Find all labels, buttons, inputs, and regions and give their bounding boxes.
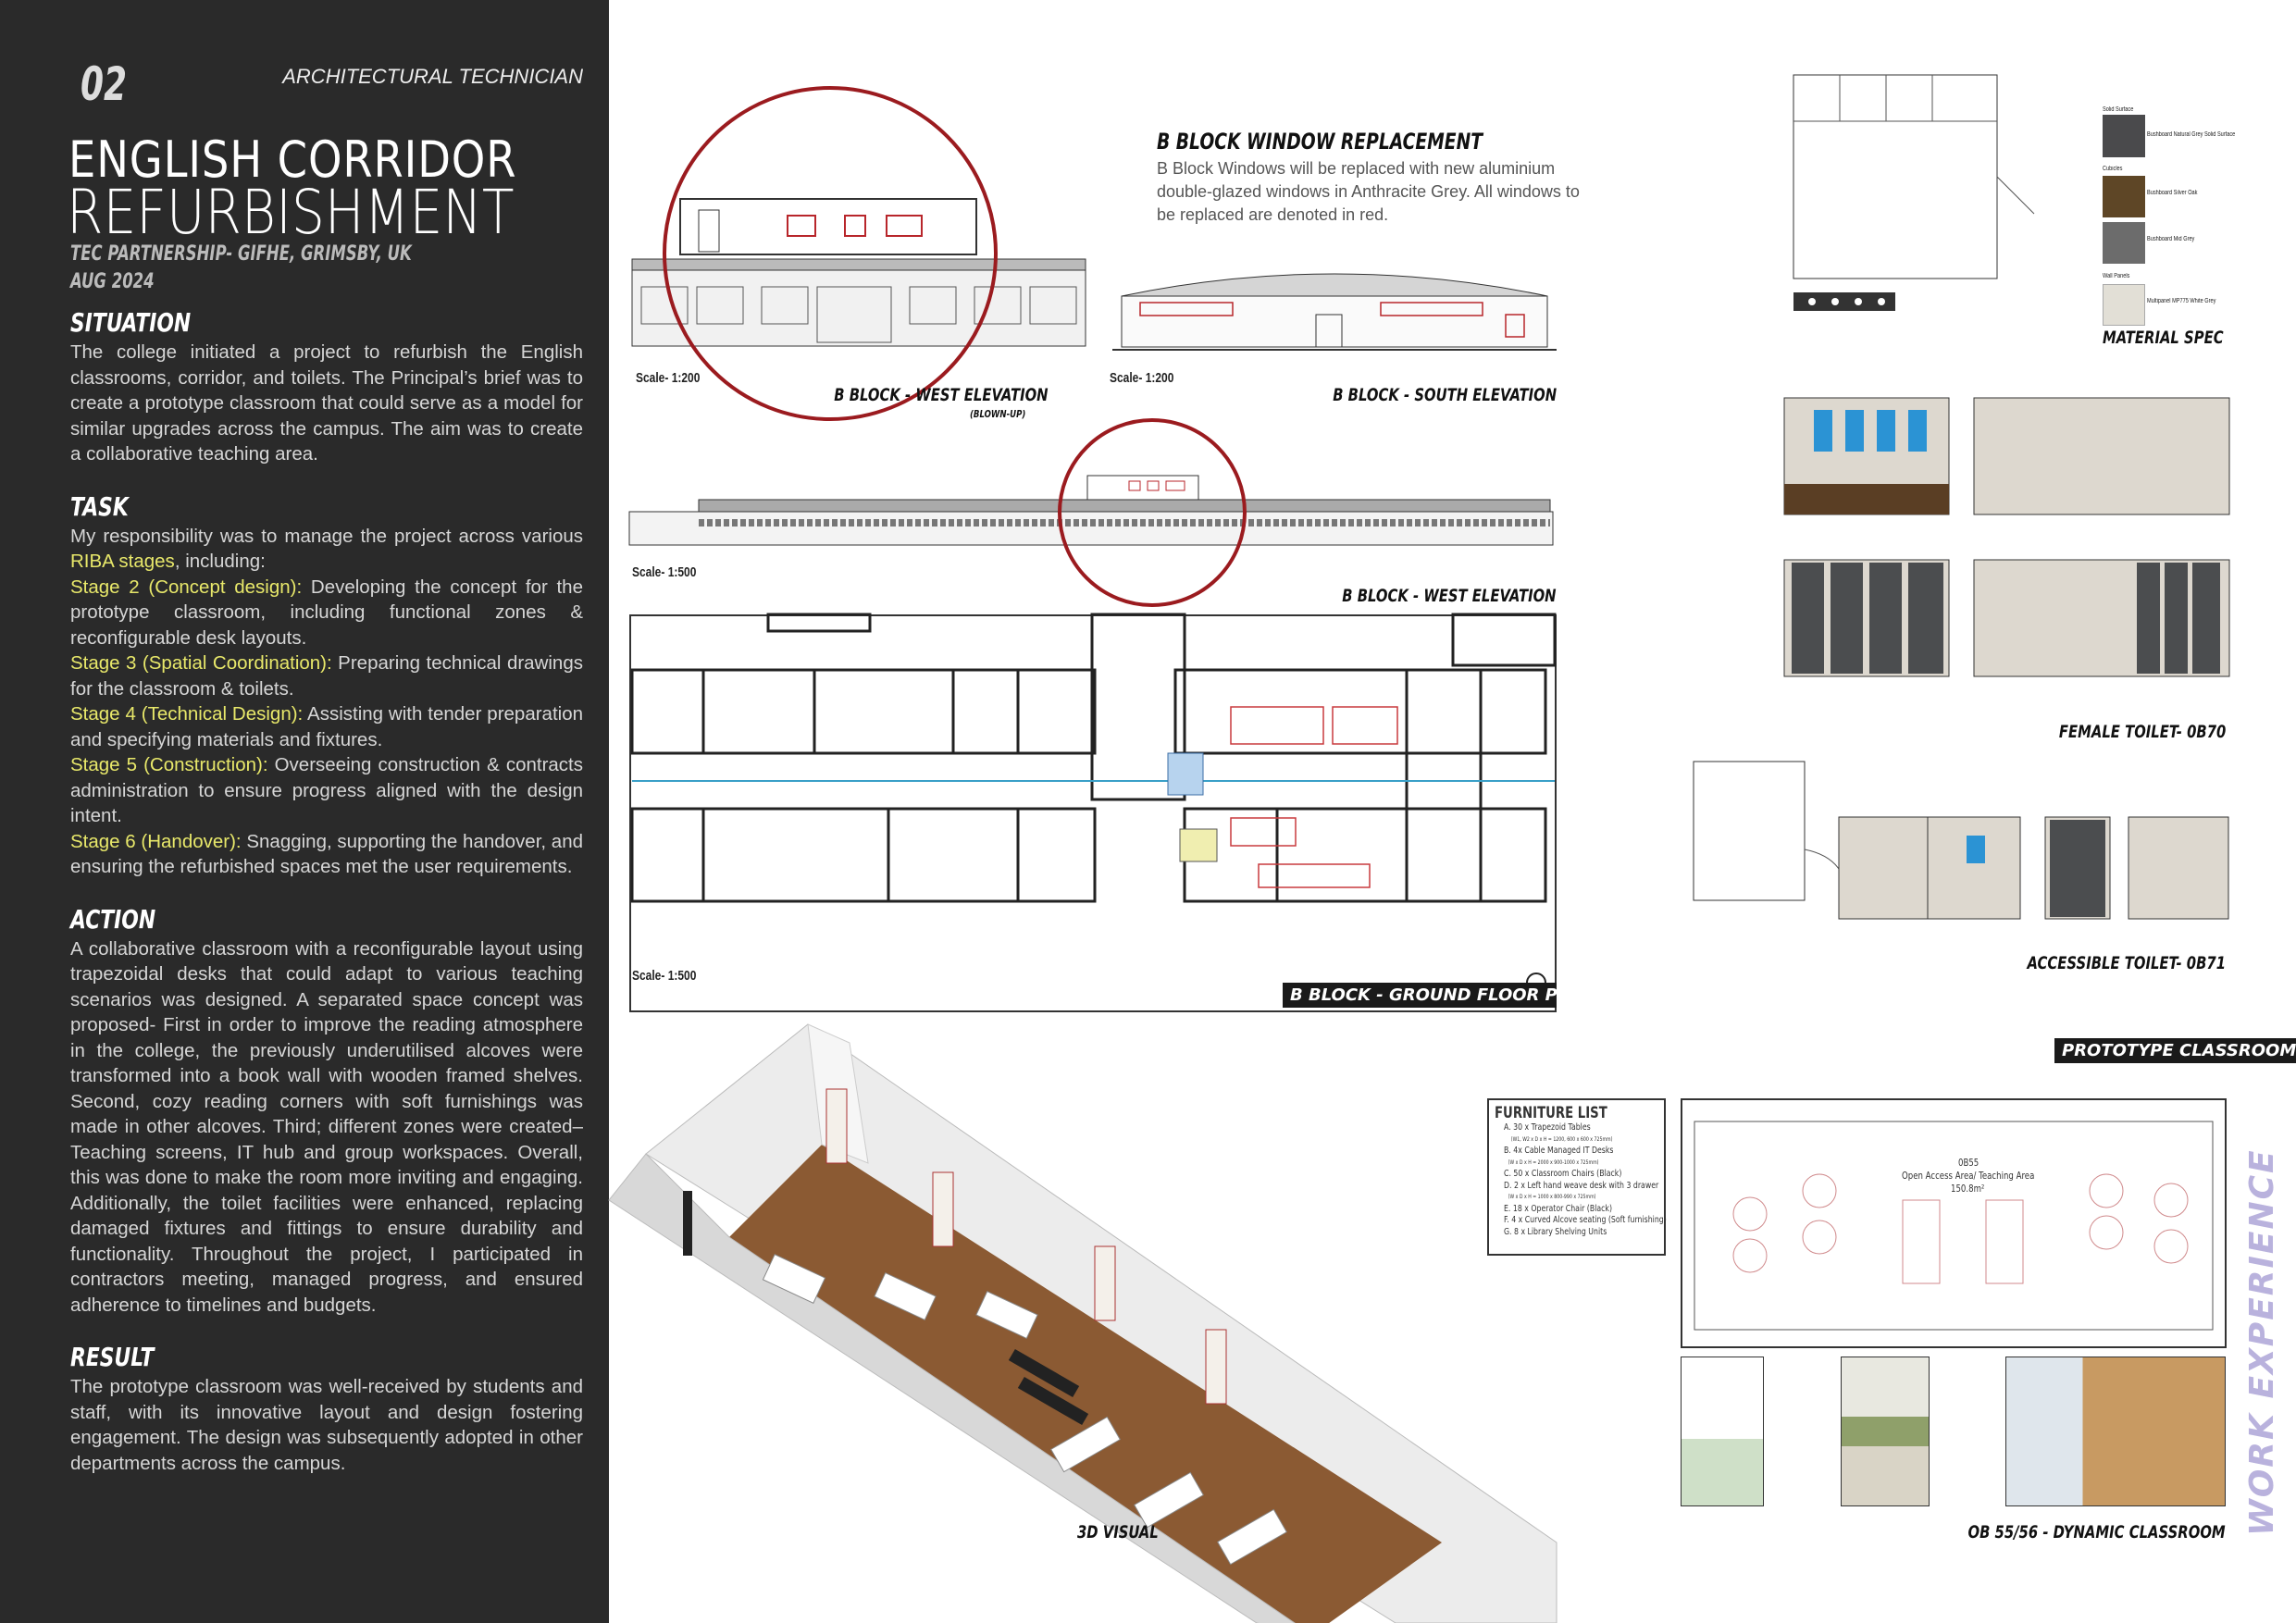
furniture-title: FURNITURE LIST xyxy=(1495,1104,1607,1122)
material-silver-oak: Bushboard Silver Oak xyxy=(2147,190,2198,196)
stage-5-text: Overseeing construction & contracts admi… xyxy=(70,754,583,826)
stage-2-text: Developing the concept for the prototype… xyxy=(70,576,583,649)
west-blown-scale: Scale- 1:200 xyxy=(636,370,701,386)
result-heading: RESULT xyxy=(70,1342,155,1372)
furniture-item-f: F. 4 x Curved Alcove seating (Soft furni… xyxy=(1504,1215,1667,1225)
stage-6-text: Snagging, supporting the handover, and e… xyxy=(70,830,583,878)
result-section: RESULT The prototype classroom was well-… xyxy=(70,1342,583,1476)
stage-6-label: Stage 6 (Handover): xyxy=(70,830,242,852)
stage-4-label: Stage 4 (Technical Design): xyxy=(70,703,304,725)
toilet-plan-drawing xyxy=(1793,74,2035,311)
action-section: ACTION A collaborative classroom with a … xyxy=(70,904,583,1319)
west-blown-label: B BLOCK - WEST ELEVATION xyxy=(834,385,1049,405)
task-heading: TASK xyxy=(70,490,129,522)
west-label: B BLOCK - WEST ELEVATION xyxy=(1342,586,1557,606)
accessible-toilet-drawings xyxy=(1693,761,2229,920)
furniture-item-d: D. 2 x Left hand weave desk with 3 drawe… xyxy=(1504,1180,1659,1191)
swatch-natural-grey xyxy=(2103,115,2145,157)
reference-image-library-shelving xyxy=(2005,1357,2226,1506)
stage-3-label: Stage 3 (Spatial Coordination): xyxy=(70,652,332,674)
stage-4-text: Assisting with tender preparation and sp… xyxy=(70,703,583,750)
left-panel: 02 ARCHITECTURAL TECHNICIAN ENGLISH CORR… xyxy=(0,0,609,1623)
room-area: 150.8m² xyxy=(1951,1183,1985,1195)
window-replacement-title: B BLOCK WINDOW REPLACEMENT xyxy=(1157,129,1483,155)
title-line2: REFURBISHMENT xyxy=(67,177,515,248)
reference-image-curved-seating xyxy=(1841,1357,1930,1506)
task-section: TASK My responsibility was to manage the… xyxy=(70,491,583,880)
material-spec-title: MATERIAL SPEC xyxy=(2103,328,2224,348)
material-group-wall: Wall Panels xyxy=(2103,273,2130,279)
reference-image-trapezoid-table xyxy=(1681,1357,1764,1506)
west-blown-sublabel: (BLOWN-UP) xyxy=(969,408,1025,420)
prototype-classroom-bar: PROTOTYPE CLASSROOM xyxy=(2054,1038,2296,1063)
riba-stages: RIBA stages xyxy=(70,551,175,572)
accessible-toilet-label: ACCESSIBLE TOILET- 0B71 xyxy=(2027,953,2226,973)
material-group-cubicles: Cubicles xyxy=(2103,166,2123,172)
situation-section: SITUATION The college initiated a projec… xyxy=(70,307,583,467)
room-number: 0B55 xyxy=(1958,1157,1980,1169)
swatch-mid-grey xyxy=(2103,222,2145,264)
material-natural-grey: Bushboard Natural Grey Solid Surface xyxy=(2147,131,2236,138)
furniture-item-g: G. 8 x Library Shelving Units xyxy=(1504,1226,1607,1237)
task-intro: My responsibility was to manage the proj… xyxy=(70,525,583,547)
3d-visual-label: 3D VISUAL xyxy=(1077,1522,1159,1542)
furniture-note-d: (W x D x H = 1000 x 800-990 x 725mm) xyxy=(1508,1194,1596,1200)
west-elevation-blown-up-drawing xyxy=(631,86,1086,421)
furniture-note-a: (W1, W2 x D x H = 1200, 600 x 600 x 725m… xyxy=(1510,1135,1613,1143)
west-elevation-drawing xyxy=(628,418,1554,607)
south-label: B BLOCK - SOUTH ELEVATION xyxy=(1333,385,1557,405)
furniture-item-a: A. 30 x Trapezoid Tables xyxy=(1504,1122,1591,1133)
left-sections: SITUATION The college initiated a projec… xyxy=(70,307,583,1476)
ground-floor-plan-drawing xyxy=(629,613,1557,1012)
window-replacement-text: B Block Windows will be replaced with ne… xyxy=(1157,159,1580,224)
action-heading: ACTION xyxy=(70,903,156,935)
south-elevation-drawing xyxy=(1112,273,1557,351)
title-line1: ENGLISH CORRIDOR xyxy=(68,130,517,189)
role: ARCHITECTURAL TECHNICIAN xyxy=(282,65,583,88)
result-text: The prototype classroom was well-receive… xyxy=(70,1376,583,1474)
furniture-note-b: (W x D x H = 2000 x 900-1000 x 725mm) xyxy=(1508,1158,1599,1166)
dynamic-classroom-label: OB 55/56 - DYNAMIC CLASSROOM xyxy=(1967,1522,2226,1542)
swatch-silver-oak xyxy=(2103,176,2145,217)
situation-heading: SITUATION xyxy=(70,307,192,338)
work-experience-side-label: WORK EXPERIENCE xyxy=(2243,1148,2281,1536)
swatch-white-grey xyxy=(2103,284,2145,326)
plan-label: B BLOCK - GROUND FLOOR PLAN xyxy=(1283,983,1595,1008)
furniture-item-e: E. 18 x Operator Chair (Black) xyxy=(1504,1203,1612,1214)
task-text: My responsibility was to manage the proj… xyxy=(70,524,583,880)
plan-scale: Scale- 1:500 xyxy=(632,968,697,984)
female-toilet-label: FEMALE TOILET- 0B70 xyxy=(2058,722,2226,742)
material-mid-grey: Bushboard Mid Grey xyxy=(2147,236,2195,242)
female-toilet-elevations xyxy=(1783,397,2230,677)
stage-3-text: Preparing technical drawings for the cla… xyxy=(70,652,583,700)
material-group-solid: Solid Surface xyxy=(2103,106,2134,113)
stage-2-label: Stage 2 (Concept design): xyxy=(70,576,303,598)
task-intro-end: , including: xyxy=(174,551,266,572)
date: AUG 2024 xyxy=(70,270,155,293)
stage-5-label: Stage 5 (Construction): xyxy=(70,754,268,775)
west-scale: Scale- 1:500 xyxy=(632,564,697,580)
furniture-list: FURNITURE LIST A. 30 x Trapezoid Tables … xyxy=(1487,1098,1667,1256)
situation-text: The college initiated a project to refur… xyxy=(70,341,583,465)
furniture-item-b: B. 4x Cable Managed IT Desks xyxy=(1504,1146,1614,1156)
classroom-layout-plan xyxy=(1681,1098,2227,1348)
3d-visual-render xyxy=(608,1023,1558,1623)
furniture-item-c: C. 50 x Classroom Chairs (Black) xyxy=(1504,1169,1622,1179)
material-white-grey: Multipanel MP775 White Grey xyxy=(2147,298,2216,304)
room-name: Open Access Area/ Teaching Area xyxy=(1902,1170,2035,1182)
south-scale: Scale- 1:200 xyxy=(1110,370,1174,386)
client: TEC PARTNERSHIP- GIFHE, GRIMSBY, UK xyxy=(70,242,412,266)
action-text: A collaborative classroom with a reconfi… xyxy=(70,937,583,1316)
page-number: 02 xyxy=(81,57,128,111)
